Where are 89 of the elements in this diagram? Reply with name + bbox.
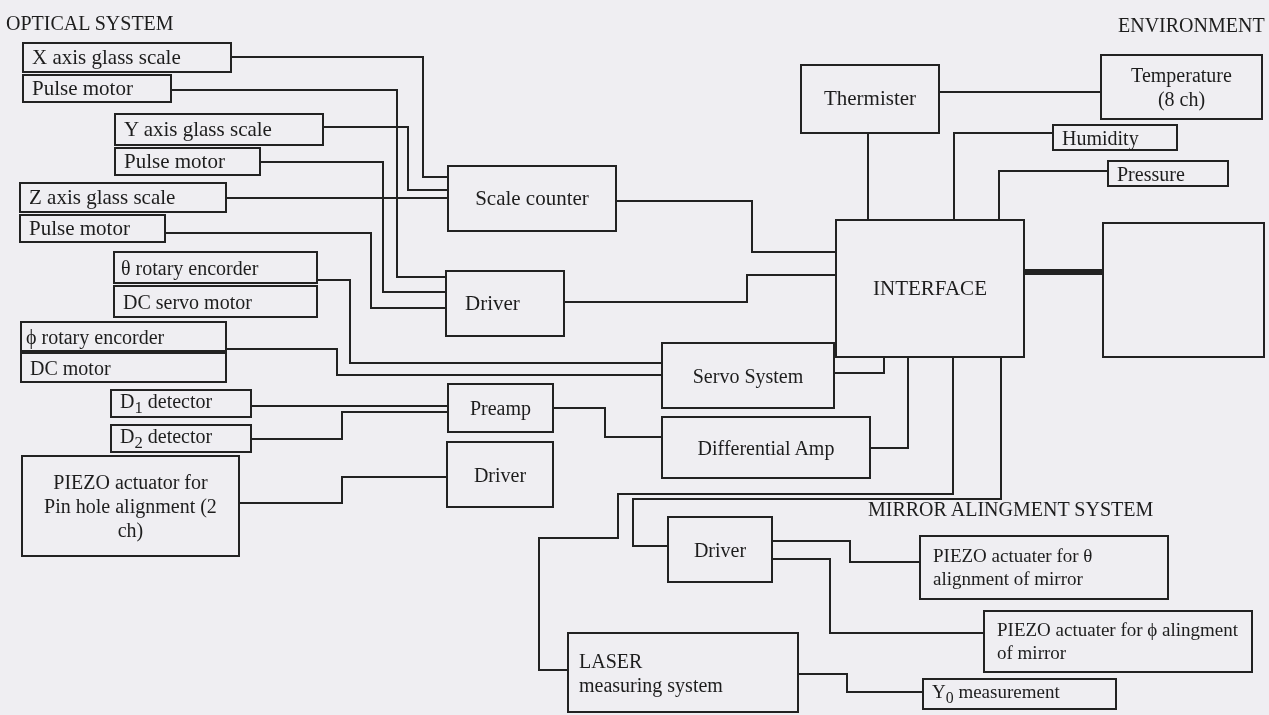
component-box: [447, 383, 554, 433]
connector-line: [323, 126, 448, 191]
connector-line: [171, 89, 446, 278]
box-label: ϕ rotary encorder: [26, 324, 165, 349]
component-box: [110, 424, 252, 453]
component-box: [983, 610, 1253, 673]
component-box: [667, 516, 773, 583]
component-box: [800, 64, 940, 134]
component-box: [113, 285, 318, 318]
component-box: [567, 632, 799, 713]
component-box: [20, 321, 227, 352]
box-label: Preamp: [469, 396, 532, 420]
connector-line: [251, 411, 448, 440]
connector-line: [231, 56, 448, 178]
connector-line: [772, 540, 920, 563]
connector-line: [1025, 269, 1102, 275]
component-box: [114, 113, 324, 146]
box-label: measuring system: [579, 672, 723, 697]
component-box: [113, 251, 318, 284]
box-label: Pressure: [1117, 161, 1185, 186]
box-label: Scale counter: [475, 185, 589, 212]
component-box: [445, 270, 565, 337]
component-box: [22, 74, 172, 103]
box-label: Temperature (8 ch): [1130, 63, 1233, 111]
component-box: [661, 342, 835, 409]
box-label: Differential Amp: [697, 435, 835, 460]
box-label: DC servo motor: [123, 289, 252, 314]
connector-line: [616, 200, 836, 253]
section-heading: ENVIRONMENT: [1118, 14, 1265, 37]
connector-line: [226, 197, 448, 199]
connector-line: [834, 357, 885, 374]
box-label: Pulse motor: [32, 75, 133, 102]
connector-line: [798, 673, 923, 693]
box-label: Driver: [465, 290, 520, 317]
connector-line: [239, 476, 447, 504]
component-box: [19, 182, 227, 213]
connector-line: [260, 161, 446, 293]
box-label: Z axis glass scale: [29, 184, 176, 211]
box-label: INTERFACE: [873, 275, 987, 302]
component-box: [1107, 160, 1229, 187]
connector-line: [998, 170, 1108, 220]
connector-line: [564, 274, 836, 303]
box-label: Pulse motor: [124, 148, 225, 175]
component-box: [114, 147, 261, 176]
component-box: [20, 352, 227, 383]
component-box: [835, 219, 1025, 358]
box-label: Driver: [693, 537, 747, 562]
box-label: Servo System: [692, 363, 804, 388]
component-box: [22, 42, 232, 73]
box-label: Pulse motor: [29, 215, 130, 242]
box-label: Humidity: [1062, 125, 1139, 150]
component-box: [446, 441, 554, 508]
connector-line: [870, 357, 909, 449]
box-label: LASER: [579, 648, 643, 673]
box-label: DC motor: [30, 355, 111, 380]
connector-line: [939, 91, 1101, 93]
component-box: [21, 455, 240, 557]
box-label: θ rotary encorder: [121, 255, 259, 280]
box-label: Y axis glass scale: [124, 116, 272, 143]
connector-line: [867, 133, 869, 220]
box-label: Y$_{0}$ measurement: [932, 680, 1060, 708]
box-label: Driver: [473, 462, 527, 487]
component-box: [919, 535, 1169, 600]
component-box: [19, 214, 166, 243]
connector-line: [317, 279, 662, 364]
box-label: X axis glass scale: [32, 44, 181, 71]
component-box: [1052, 124, 1178, 151]
section-heading: OPTICAL SYSTEM: [6, 12, 174, 35]
connector-line: [165, 232, 446, 309]
box-label: PIEZO actuator for Pin hole alignment (2 ch): [43, 470, 218, 542]
box-label: PIEZO actuater for ϕ alingment of mirror: [997, 618, 1239, 665]
connector-line: [553, 407, 662, 438]
component-box: [110, 389, 252, 418]
connector-line: [632, 357, 1002, 547]
blank-box: [1102, 222, 1265, 358]
connector-line: [772, 558, 984, 634]
component-box: [1100, 54, 1263, 120]
box-label: Thermister: [823, 86, 917, 112]
component-box: [661, 416, 871, 479]
connector-line: [953, 132, 1053, 220]
box-label: D$_{2}$ detector: [120, 424, 213, 453]
component-box: [922, 678, 1117, 710]
connector-line: [251, 405, 448, 407]
box-label: PIEZO actuater for θ alignment of mirror: [933, 544, 1094, 591]
component-box: [447, 165, 617, 232]
box-label: D$_{1}$ detector: [120, 389, 213, 418]
connector-line: [226, 348, 662, 376]
section-heading: MIRROR ALINGMENT SYSTEM: [868, 498, 1154, 521]
connector-line: [538, 357, 954, 671]
